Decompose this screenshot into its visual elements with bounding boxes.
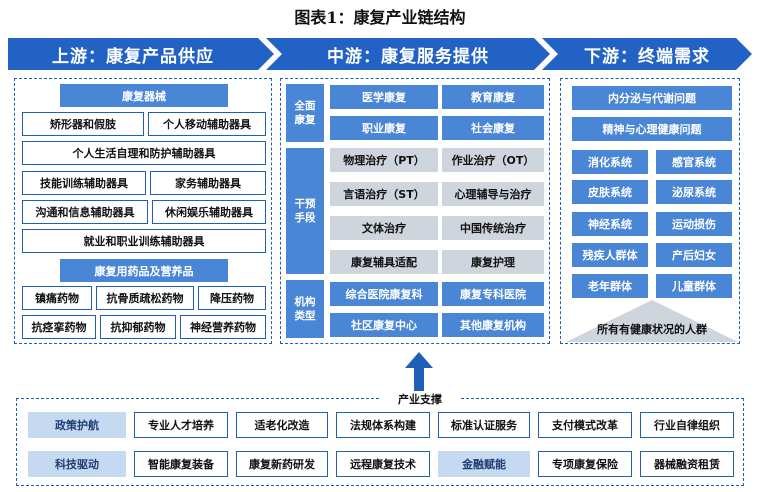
tech-item: 专项康复保险 [538,451,632,477]
demand-item: 产后妇女 [656,243,732,267]
tech-item: 远程康复技术 [336,451,430,477]
device-item: 就业和职业训练辅助器具 [22,229,266,253]
policy-item: 适老化改造 [236,412,328,438]
stage-chevrons [8,38,752,70]
intervention-item: 康复护理 [442,250,544,274]
group-label-intervention: 干预手段 [286,148,324,274]
demand-item: 皮肤系统 [572,180,648,204]
group-label-comprehensive: 全面康复 [286,84,324,142]
support-row-label-policy: 政策护航 [28,412,126,438]
group-label-institution: 机构类型 [286,280,324,338]
policy-item: 专业人才培养 [134,412,228,438]
upstream-chevron-shape [8,38,274,70]
demand-item: 老年群体 [572,274,648,298]
intervention-item: 中国传统治疗 [442,216,544,240]
demand-item: 感官系统 [656,150,732,174]
service-item: 社会康复 [442,116,544,140]
intervention-item: 康复辅具适配 [330,250,438,274]
midstream-panel [280,78,550,344]
page-title: 图表1：康复产业链结构 [294,8,466,27]
downstream-chevron-shape [542,38,752,70]
service-item: 医学康复 [330,85,438,109]
population-footer-shape [566,300,738,342]
device-item: 矫形器和假肢 [22,112,144,136]
drug-item: 抗骨质疏松药物 [96,286,194,310]
downstream-header: 下游：终端需求 [584,46,710,67]
demand-item: 神经系统 [572,212,648,236]
institution-item: 社区康复中心 [330,313,438,337]
institution-item: 其他康复机构 [442,313,544,337]
service-item: 职业康复 [330,116,438,140]
downstream-panel [560,78,740,344]
intervention-item: 物理治疗（PT） [330,148,438,172]
population-footer: 所有有健康状况的人群 [597,323,707,336]
policy-item: 标准认证服务 [438,412,530,438]
demand-item: 精神与心理健康问题 [572,117,732,141]
drug-item: 抗痉挛药物 [22,315,96,339]
upstream-panel [14,78,272,344]
midstream-chevron-shape [266,38,550,70]
device-item: 技能训练辅助器具 [22,171,146,195]
drug-header: 康复用药品及营养品 [60,259,228,282]
device-item: 家务辅助器具 [150,171,266,195]
institution-item: 综合医院康复科 [330,282,438,306]
support-arrow-icon [405,352,433,396]
device-header: 康复器械 [60,84,228,107]
support-label: 产业支撑 [380,391,460,407]
drug-item: 神经营养药物 [180,315,266,339]
policy-item: 行业自律组织 [640,412,734,438]
service-item: 教育康复 [442,85,544,109]
support-row-label-tech: 科技驱动 [28,451,126,477]
device-item: 休闲娱乐辅助器具 [152,200,266,224]
policy-item: 支付模式改革 [538,412,632,438]
tech-item: 智能康复装备 [134,451,228,477]
tech-item: 器械融资租赁 [640,451,734,477]
drug-item: 镇痛药物 [22,286,92,310]
device-item: 个人生活自理和防护辅助器具 [22,141,266,165]
demand-item: 泌尿系统 [656,180,732,204]
device-item: 沟通和信息辅助器具 [22,200,148,224]
policy-item: 法规体系构建 [336,412,430,438]
upstream-header: 上游：康复产品供应 [52,46,214,67]
demand-item: 运动损伤 [656,212,732,236]
drug-item: 抗抑郁药物 [100,315,176,339]
drug-item: 降压药物 [198,286,266,310]
demand-item: 残疾人群体 [572,243,648,267]
intervention-item: 心理辅导与治疗 [442,182,544,206]
demand-item: 儿童群体 [656,274,732,298]
demand-item: 内分泌与代谢问题 [572,86,732,110]
intervention-item: 言语治疗（ST） [330,182,438,206]
intervention-item: 作业治疗（OT） [442,148,544,172]
tech-item: 康复新药研发 [236,451,328,477]
intervention-item: 文体治疗 [330,216,438,240]
midstream-header: 中游：康复服务提供 [327,46,489,67]
device-item: 个人移动辅助器具 [148,112,266,136]
institution-item: 康复专科医院 [442,282,544,306]
demand-item: 消化系统 [572,150,648,174]
tech-item: 金融赋能 [438,451,530,477]
